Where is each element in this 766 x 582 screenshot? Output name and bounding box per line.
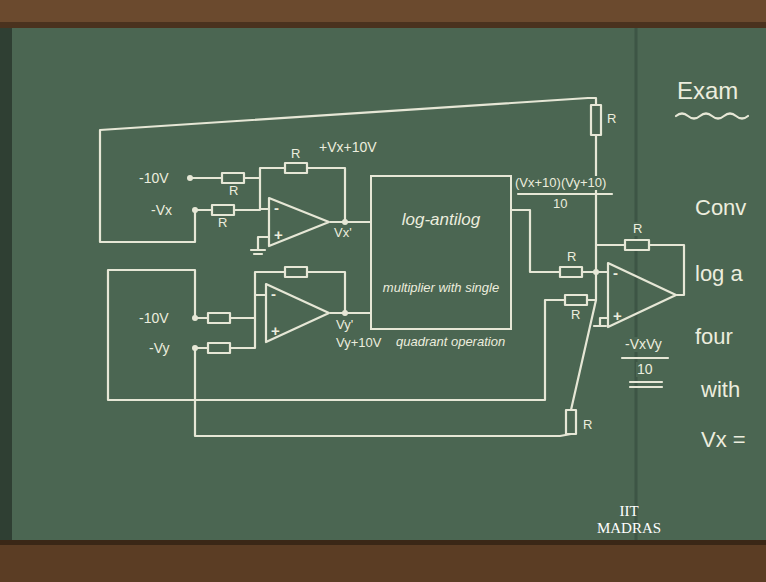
op-amp-outline — [269, 198, 329, 246]
signal-wire — [512, 210, 607, 272]
resistor-symbol — [591, 105, 601, 135]
signal-label: -VxVy — [624, 337, 663, 352]
op-amp-outline — [608, 263, 676, 327]
pin-sign: - — [271, 286, 276, 301]
resistor-symbol — [565, 295, 587, 305]
wire — [307, 168, 345, 222]
signal-label: -Vx — [150, 203, 173, 218]
chalk-tray-edge — [0, 540, 766, 545]
signal-label: -Vy — [148, 341, 170, 356]
box-caption: quadrant operation — [396, 334, 505, 349]
signal-label: (Vx+10)(Vy+10) — [514, 176, 607, 190]
panel-seam — [635, 28, 638, 545]
wire — [100, 98, 596, 242]
pin-sign: + — [274, 227, 283, 242]
resistor-symbol — [222, 173, 244, 183]
wire — [307, 272, 345, 313]
signal-label: +Vx+10V — [318, 140, 378, 155]
wire — [108, 270, 565, 400]
resistor-symbol — [566, 410, 576, 434]
signal-label: Conv — [694, 196, 747, 220]
signal-label: R — [566, 250, 577, 264]
signal-label: R — [217, 216, 228, 230]
signal-label: Vx = — [700, 428, 747, 452]
board-shadow — [0, 28, 12, 545]
signal-label: R — [228, 184, 239, 198]
wire — [596, 244, 625, 246]
signal-label: R — [290, 147, 301, 161]
junction-dot — [192, 315, 198, 321]
double-underline — [630, 382, 662, 387]
signal-label: Exam — [676, 78, 739, 104]
signal-label: -10V — [138, 311, 170, 326]
wire — [587, 299, 596, 301]
board-frame-edge — [0, 22, 766, 28]
wire — [571, 272, 607, 410]
signal-label: log a — [694, 262, 744, 286]
ground-symbol — [251, 237, 268, 254]
resistor-symbol — [208, 343, 230, 353]
op-amp: -+ — [268, 197, 330, 247]
signal-label: R — [632, 222, 643, 236]
resistor-symbol — [285, 163, 307, 173]
signal-label: R — [606, 112, 617, 126]
ground-symbol — [594, 318, 607, 326]
pin-sign: - — [613, 265, 618, 280]
resistor-symbol — [560, 267, 582, 277]
signal-label: -10V — [138, 171, 170, 186]
wavy-underline — [676, 114, 748, 119]
signal-wire — [330, 221, 370, 223]
signal-label: R — [582, 418, 593, 432]
board-surface — [0, 28, 766, 545]
signal-label: 10 — [636, 362, 654, 377]
board-frame — [0, 0, 766, 28]
signal-label: R — [570, 308, 581, 322]
process-box: log-antilogmultiplier with singlequadran… — [370, 175, 512, 330]
wire — [234, 209, 260, 211]
signal-label: four — [694, 325, 734, 349]
pin-sign: - — [274, 200, 279, 215]
signal-label: Vy' — [335, 318, 354, 332]
box-title: log-antilog — [402, 210, 480, 230]
junction-dot — [342, 219, 348, 225]
resistor-symbol — [285, 267, 307, 277]
wire — [190, 177, 222, 179]
resistor-symbol — [625, 240, 649, 250]
signal-label: Vx' — [333, 226, 353, 240]
resistor-symbol — [208, 313, 230, 323]
signal-label: 10 — [552, 197, 568, 211]
wire — [230, 272, 285, 348]
signal-label: Vy+10V — [335, 336, 382, 350]
chalk-tray — [0, 540, 766, 582]
op-amp-outline — [266, 284, 329, 342]
fraction-bar — [622, 357, 668, 359]
wire — [649, 245, 684, 295]
wire — [595, 135, 597, 300]
junction-dot — [192, 207, 198, 213]
signal-wire — [330, 312, 370, 314]
junction-dot — [593, 269, 599, 275]
pin-sign: + — [613, 308, 622, 323]
junction-dot — [187, 175, 193, 181]
junction-dot — [192, 345, 198, 351]
fraction-bar — [518, 193, 612, 195]
op-amp: -+ — [265, 283, 330, 343]
pin-sign: + — [271, 323, 280, 338]
watermark: IIT MADRAS — [592, 503, 666, 536]
resistor-symbol — [212, 205, 234, 215]
signal-label: with — [700, 378, 741, 402]
box-caption: multiplier with single — [383, 280, 499, 295]
junction-dot — [342, 310, 348, 316]
op-amp: -+ — [607, 262, 677, 328]
wire — [195, 348, 571, 436]
